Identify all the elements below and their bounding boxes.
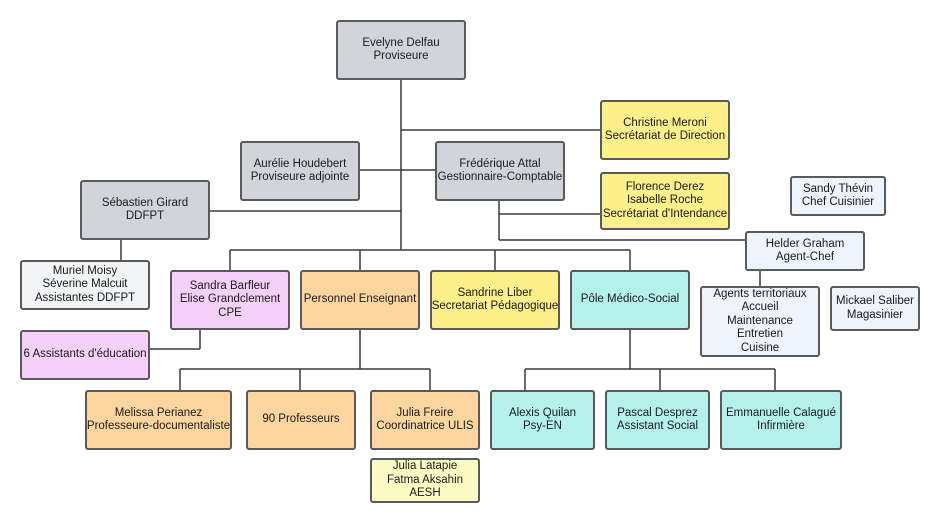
node-label-line: Chef Cuisinier — [801, 196, 875, 208]
node-label-line: Pôle Médico-Social — [580, 293, 680, 306]
node-label-line: Entretien — [736, 328, 784, 341]
node-label-line: Agents territoriaux — [713, 287, 807, 300]
node-label-line: Sandy Thévin — [802, 182, 874, 195]
node-label-line: Julia Freire — [396, 406, 454, 419]
node-label-line: Assistant Social — [616, 420, 699, 432]
node-label-line: Alexis Quilan — [508, 406, 577, 419]
node-label-line: Psy-EN — [523, 420, 562, 432]
node-label-line: Emmanuelle Calagué — [726, 406, 836, 419]
node-label-line: AESH — [409, 487, 441, 500]
node-professeurs: 90 Professeurs — [246, 390, 356, 450]
node-label-line: Sandra Barfleur — [189, 279, 271, 292]
node-label-line: Gestionnaire-Comptable — [437, 171, 563, 183]
node-label-line: Florence Derez — [625, 180, 705, 193]
node-label-line: Magasinier — [846, 308, 904, 321]
node-label-line: Pascal Desprez — [617, 406, 698, 419]
node-label-line: Secrétariat de Direction — [604, 130, 726, 142]
node-pole-medico-social: Pôle Médico-Social — [570, 270, 690, 330]
node-label-line: Helder Graham — [765, 237, 845, 250]
node-personnel-enseignant: Personnel Enseignant — [300, 270, 420, 330]
node-label-line: Muriel Moisy — [52, 264, 118, 277]
node-label-line: CPE — [218, 306, 242, 319]
node-label-line: Assistantes DDFPT — [34, 291, 136, 304]
node-label-line: Christine Meroni — [623, 116, 707, 129]
node-label-line: DDFPT — [125, 210, 165, 222]
node-label-line: Elise Grandclement — [179, 293, 281, 306]
node-label-line: Maintenance — [727, 314, 793, 327]
node-label-line: Agent-Chef — [775, 251, 835, 263]
node-label-line: 90 Professeurs — [262, 413, 340, 426]
node-label-line: Coordinatrice ULIS — [376, 420, 474, 432]
node-label-line: Mickael Saliber — [836, 295, 914, 307]
node-label-line: Proviseure adjointe — [250, 171, 350, 183]
node-label-line: Melissa Perianez — [114, 406, 203, 419]
node-label-line: Cuisine — [740, 341, 780, 354]
node-label-line: Séverine Malcuit — [42, 278, 128, 291]
node-label-line: Aurélie Houdebert — [253, 157, 347, 170]
node-label-line: Secretariat Pédagogique — [431, 300, 559, 312]
node-label-line: Secrétariat d'Intendance — [602, 207, 728, 220]
node-label-line: Accueil — [741, 301, 779, 314]
node-assistants-education: 6 Assistants d'éducation — [20, 330, 150, 380]
node-label-line: Julia Latapie — [392, 460, 458, 473]
node-label-line: Proviseure — [373, 50, 429, 62]
node-label-line: Fatma Aksahin — [386, 473, 464, 486]
node-label-line: Infirmière — [757, 420, 805, 432]
node-label-line: Isabelle Roche — [626, 194, 704, 207]
node-label-line: 6 Assistants d'éducation — [23, 348, 147, 361]
node-label-line: Professeure-documentaliste — [86, 420, 231, 432]
node-label-line: Evelyne Delfau — [362, 36, 440, 49]
node-label-line: Sandrine Liber — [457, 286, 533, 299]
node-label-line: Frédérique Attal — [459, 157, 541, 170]
node-label-line: Sébastien Girard — [101, 196, 189, 209]
node-label-line: Personnel Enseignant — [303, 293, 417, 306]
